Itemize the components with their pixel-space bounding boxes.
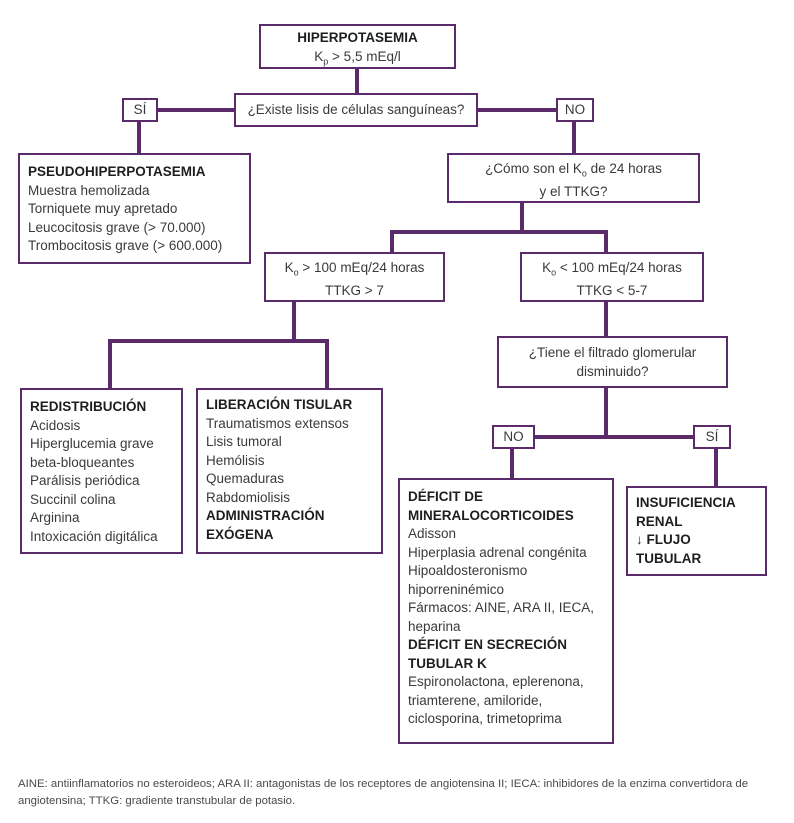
list-item: Espironolactona, eplerenona, — [408, 674, 584, 689]
insuficiencia-renal-box: INSUFICIENCIA RENAL ↓ FLUJO TUBULAR — [626, 486, 767, 576]
list-item: Intoxicación digitálica — [30, 528, 158, 544]
footnote-abbreviations: AINE: antiinflamatorios no esteroideos; … — [18, 778, 749, 807]
deficit-title: DÉFICIT DE — [408, 489, 484, 504]
list-item: Traumatismos extensos — [206, 415, 349, 431]
root-condition: Kp > 5,5 mEq/l — [314, 48, 401, 67]
list-item: hiporreninémico — [408, 581, 505, 597]
answer-no-lisis: NO — [556, 98, 594, 122]
list-item: Hemólisis — [206, 452, 265, 468]
secrecion-title: DÉFICIT EN SECRECIÓN — [408, 637, 568, 652]
ko-high-box: Ko > 100 mEq/24 horas TTKG > 7 — [264, 252, 445, 302]
list-item: ciclosporina, trimetoprima — [408, 711, 562, 726]
ko-low-box: Ko < 100 mEq/24 horas TTKG < 5-7 — [520, 252, 704, 302]
liberacion-title: LIBERACIÓN TISULAR — [206, 397, 353, 412]
list-item: Quemaduras — [206, 471, 285, 486]
connector-ko-split-right — [520, 230, 608, 254]
root-node: HIPERPOTASEMIA Kp > 5,5 mEq/l — [259, 24, 456, 69]
redistribucion-box: REDISTRIBUCIÓN Acidosis Hiperglucemia gr… — [20, 388, 183, 554]
list-item: Fármacos: AINE, ARA II, IECA, — [408, 600, 595, 615]
liberacion-tisular-box: LIBERACIÓN TISULAR Traumatismos extensos… — [196, 388, 383, 554]
list-item: Leucocitosis grave (> 70.000) — [28, 219, 206, 235]
list-item: Rabdomiolisis — [206, 489, 291, 505]
list-item: Hipoaldosteronismo — [408, 563, 528, 578]
pseudohiperpotasemia-box: PSEUDOHIPERPOTASEMIA Muestra hemolizada … — [18, 153, 251, 264]
list-item: Arginina — [30, 510, 80, 525]
secrecion-title-2: TUBULAR K — [408, 655, 487, 671]
list-item: Torniquete muy apretado — [28, 201, 178, 216]
deficit-box: DÉFICIT DE MINERALOCORTICOIDES Adisson H… — [398, 478, 614, 744]
redistribucion-title: REDISTRIBUCIÓN — [30, 399, 147, 414]
list-item: heparina — [408, 618, 461, 634]
list-item: Succinil colina — [30, 491, 116, 507]
administracion-title: ADMINISTRACIÓN — [206, 508, 325, 523]
list-item: Trombocitosis grave (> 600.000) — [28, 238, 223, 253]
root-title: HIPERPOTASEMIA — [297, 30, 418, 45]
list-item: Lisis tumoral — [206, 434, 282, 449]
list-item: Parálisis periódica — [30, 473, 140, 488]
list-item: beta-bloqueantes — [30, 454, 135, 470]
list-item: Hiperplasia adrenal congénita — [408, 544, 587, 560]
list-item: Muestra hemolizada — [28, 182, 150, 198]
deficit-title-2: MINERALOCORTICOIDES — [408, 507, 574, 523]
connector-ko-split — [390, 200, 524, 254]
question-filtrado: ¿Tiene el filtrado glomerular disminuido… — [497, 336, 728, 388]
list-item: Adisson — [408, 526, 457, 541]
question-ko-ttkg: ¿Cómo son el Ko de 24 horas y el TTKG? — [447, 153, 700, 203]
administracion-title-2: EXÓGENA — [206, 526, 274, 542]
list-item: Acidosis — [30, 417, 81, 433]
list-item: Hiperglucemia grave — [30, 436, 154, 451]
answer-si-filtrado: SÍ — [693, 425, 731, 449]
answer-no-filtrado: NO — [492, 425, 535, 449]
question-lisis: ¿Existe lisis de células sanguíneas? — [234, 93, 478, 127]
connector-high-to-redistribucion — [108, 300, 296, 390]
connector-filtrado-split — [532, 386, 608, 439]
connector-high-to-liberacion — [292, 339, 329, 390]
pseudo-title: PSEUDOHIPERPOTASEMIA — [28, 164, 206, 179]
answer-si-lisis: SÍ — [122, 98, 158, 122]
list-item: triamterene, amiloride, — [408, 692, 543, 708]
